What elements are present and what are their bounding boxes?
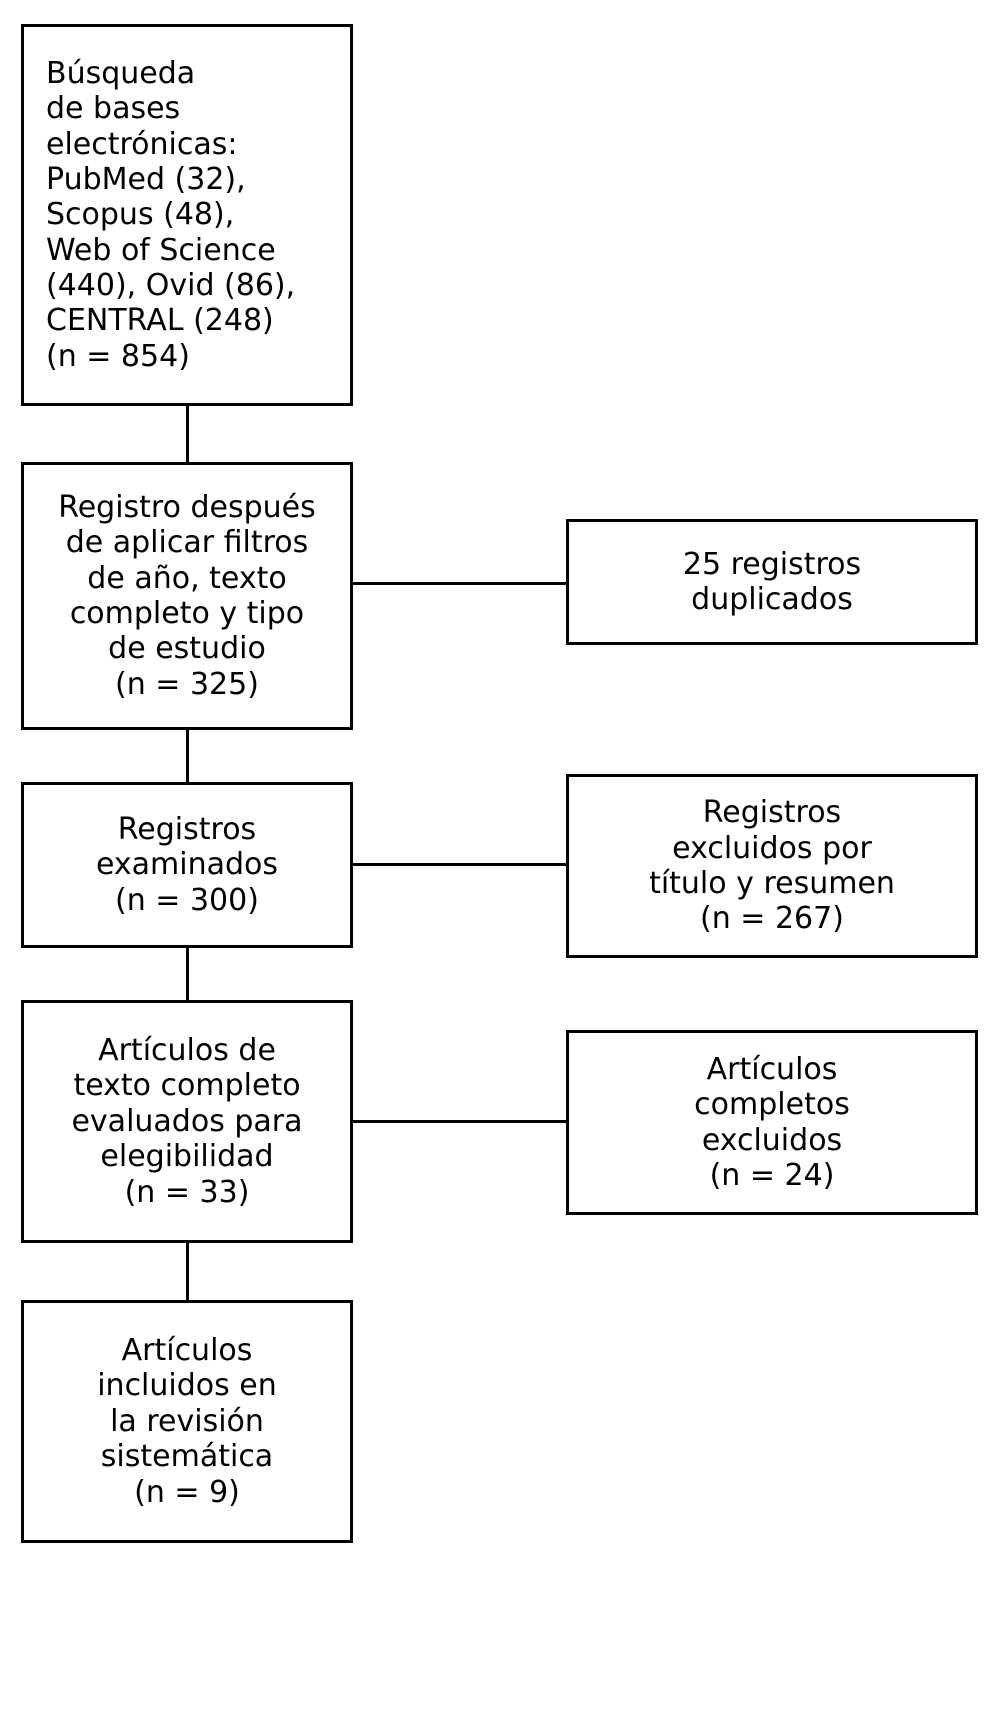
duplicate-records-line-1: 25 registros <box>682 546 862 582</box>
search-sources-box: Búsqueda de bases electrónicas: PubMed (… <box>21 24 353 406</box>
search-sources-line-6: Web of Science <box>46 232 276 268</box>
fulltext-excluded-line-1: Artículos <box>706 1051 838 1087</box>
screened-records-count: (n = 300) <box>115 882 259 918</box>
connector-search-to-filters <box>186 406 189 462</box>
fulltext-eligibility-line-1: Artículos de <box>98 1033 276 1069</box>
connector-filters-to-duplicates <box>353 582 566 585</box>
fulltext-excluded-count: (n = 24) <box>709 1157 835 1193</box>
screened-records-line-2: examinados <box>95 847 279 883</box>
included-studies-line-1: Artículos <box>121 1333 253 1369</box>
search-sources-line-1: Búsqueda <box>46 55 196 91</box>
included-studies-line-2: incluidos en <box>97 1368 277 1404</box>
excluded-title-line-3: título y resumen <box>649 866 895 901</box>
search-sources-line-2: de bases <box>46 91 181 127</box>
after-filters-line-2: de aplicar filtros <box>65 525 309 561</box>
connector-screened-to-eligibility <box>186 948 189 1000</box>
after-filters-line-4: completo y tipo <box>69 596 305 631</box>
fulltext-eligibility-count: (n = 33) <box>124 1174 250 1210</box>
excluded-title-count: (n = 267) <box>700 901 844 937</box>
after-filters-line-3: de año, texto <box>87 560 287 596</box>
search-sources-line-5: Scopus (48), <box>46 197 235 233</box>
fulltext-excluded-line-2: completos <box>694 1087 850 1123</box>
screened-records-line-1: Registros <box>117 811 257 847</box>
duplicate-records-line-2: duplicados <box>691 582 853 617</box>
connector-eligibility-to-included <box>186 1243 189 1300</box>
search-sources-count: (n = 854) <box>46 338 190 374</box>
after-filters-count: (n = 325) <box>115 666 259 702</box>
connector-filters-to-screened <box>186 730 189 782</box>
included-studies-box: Artículos incluidos en la revisión siste… <box>21 1300 353 1543</box>
screened-records-box: Registros examinados (n = 300) <box>21 782 353 948</box>
fulltext-excluded-box: Artículos completos excluidos (n = 24) <box>566 1030 978 1215</box>
fulltext-eligibility-line-3: evaluados para <box>71 1103 303 1139</box>
search-sources-line-4: PubMed (32), <box>46 161 246 197</box>
fulltext-eligibility-line-4: elegibilidad <box>100 1139 274 1175</box>
fulltext-excluded-line-3: excluidos <box>701 1122 843 1158</box>
excluded-by-title-abstract-box: Registros excluidos por título y resumen… <box>566 774 978 958</box>
after-filters-line-1: Registro después <box>58 489 316 525</box>
duplicate-records-box: 25 registros duplicados <box>566 519 978 645</box>
search-sources-line-3: electrónicas: <box>46 126 238 162</box>
fulltext-eligibility-line-2: texto completo <box>73 1068 301 1104</box>
connector-eligibility-to-fulltext-excluded <box>353 1120 566 1123</box>
included-studies-line-3: la revisión <box>110 1403 264 1439</box>
search-sources-line-8: CENTRAL (248) <box>46 303 274 339</box>
after-filters-line-5: de estudio <box>108 631 266 667</box>
included-studies-line-4: sistemática <box>100 1439 274 1475</box>
connector-screened-to-excluded <box>353 863 566 866</box>
included-studies-count: (n = 9) <box>134 1474 240 1510</box>
fulltext-eligibility-box: Artículos de texto completo evaluados pa… <box>21 1000 353 1243</box>
search-sources-line-7: (440), Ovid (86), <box>46 268 296 304</box>
excluded-title-line-2: excluidos por <box>672 830 872 866</box>
excluded-title-line-1: Registros <box>702 795 842 831</box>
after-filters-box: Registro después de aplicar filtros de a… <box>21 462 353 730</box>
